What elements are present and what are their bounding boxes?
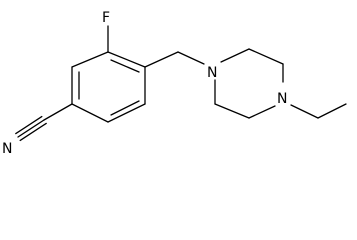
triple-bond-cn: [15, 115, 47, 142]
piperazine-n4-label: N: [277, 91, 287, 107]
piperazine-ring: [214, 48, 284, 119]
molecule-structure: F N N N: [2, 10, 347, 156]
piperazine-n1-label: N: [207, 65, 217, 81]
bond-n4-ethyl-ch2: [290, 104, 319, 119]
bond-ring-ch2: [144, 51, 179, 68]
bond-ring-double-inner-1: [110, 59, 140, 73]
bond-c2-c3: [248, 48, 284, 65]
bond-c-cn: [43, 103, 73, 121]
nitrile-nitrogen-label: N: [2, 141, 12, 156]
bond-n1-c2: [220, 48, 250, 63]
bond-ring-c4-c5: [71, 103, 109, 123]
bond-n4-c5: [248, 105, 276, 119]
bond-ring-c6-c1: [71, 51, 109, 68]
bond-ring-double-inner-2: [110, 100, 140, 116]
bond-ring-c1-c2: [107, 51, 146, 68]
bond-ch2-n1: [177, 51, 205, 65]
benzene-ring: [71, 51, 146, 123]
bond-ring-c3-c4: [107, 103, 146, 123]
bond-c5-c6: [214, 103, 250, 119]
fluorine-atom-label: F: [102, 10, 110, 26]
bond-ethyl-ch2-ch3: [317, 103, 347, 119]
